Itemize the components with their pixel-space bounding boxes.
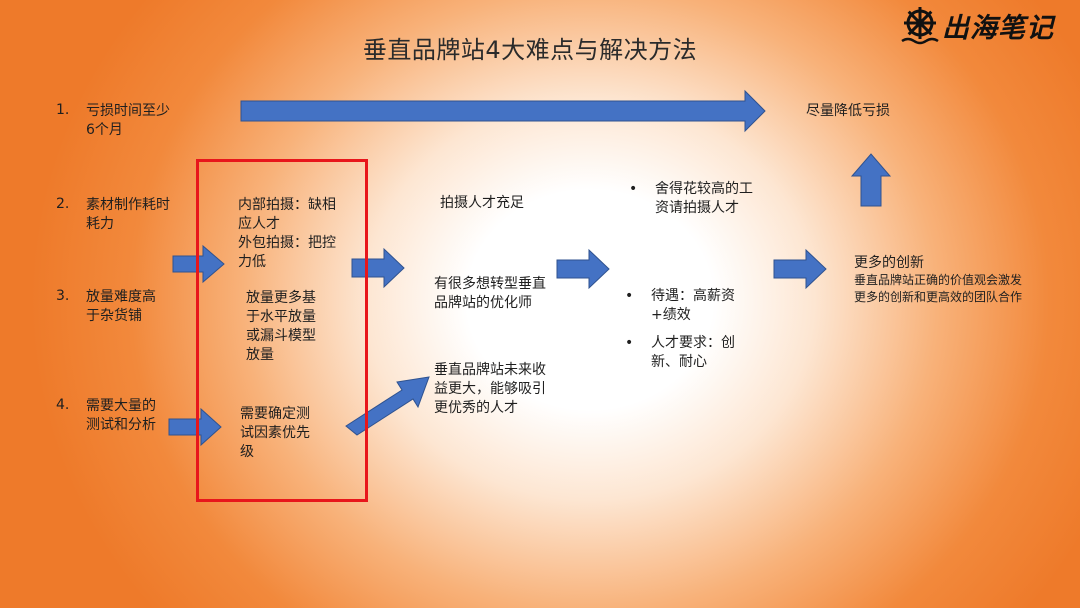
ship-wheel-icon	[901, 7, 939, 45]
slide-title: 垂直品牌站4大难点与解决方法	[362, 36, 698, 64]
reduce-loss-text: 尽量降低亏损	[806, 103, 890, 119]
difficulty-4-text: 需要大量的测试和分析	[86, 398, 156, 433]
up-arrow	[850, 153, 892, 207]
future-value-text: 垂直品牌站未来收益更大，能够吸引更优秀的人才	[434, 362, 546, 416]
arrow-difficulty-4	[168, 407, 222, 447]
innovation-heading: 更多的创新	[854, 255, 924, 271]
difficulty-3-number: 3.	[56, 288, 70, 304]
solution-filming: 内部拍摄：缺相应人才 外包拍摄：把控力低	[238, 197, 336, 270]
long-right-arrow	[240, 89, 766, 133]
talent-policy-bullets: 待遇：高薪资+绩效 人才要求：创新、耐心	[623, 287, 753, 381]
difficulty-1-text: 亏损时间至少6个月	[86, 103, 170, 138]
arrow-middle-to-right	[556, 248, 610, 290]
bullet-item: 人才要求：创新、耐心	[623, 334, 753, 372]
optimizers-text: 有很多想转型垂直品牌站的优化师	[434, 276, 546, 311]
highlight-box	[196, 159, 368, 502]
bullet-item: 舍得花较高的工资请拍摄人才	[627, 180, 757, 218]
filming-talent-bullets: 舍得花较高的工资请拍摄人才	[627, 180, 757, 227]
difficulty-4-number: 4.	[56, 397, 70, 413]
arrow-right-to-outcome	[773, 248, 827, 290]
logo-text: 出海笔记	[942, 13, 1054, 44]
innovation-detail: 垂直品牌站正确的价值观会激发更多的创新和更高效的团队合作	[854, 273, 1023, 304]
logo: 出海笔记	[898, 4, 1078, 46]
solution-testing: 需要确定测试因素优先级	[240, 406, 310, 460]
solution-scaling: 放量更多基于水平放量或漏斗模型放量	[246, 290, 316, 363]
difficulty-1-number: 1.	[56, 102, 70, 118]
bullet-item: 待遇：高薪资+绩效	[623, 287, 753, 325]
difficulty-3-text: 放量难度高于杂货铺	[86, 289, 156, 324]
talent-sufficient-text: 拍摄人才充足	[440, 195, 524, 211]
difficulty-2-text: 素材制作耗时耗力	[86, 197, 170, 232]
difficulty-2-number: 2.	[56, 196, 70, 212]
arrow-solutions-to-middle	[351, 247, 405, 289]
